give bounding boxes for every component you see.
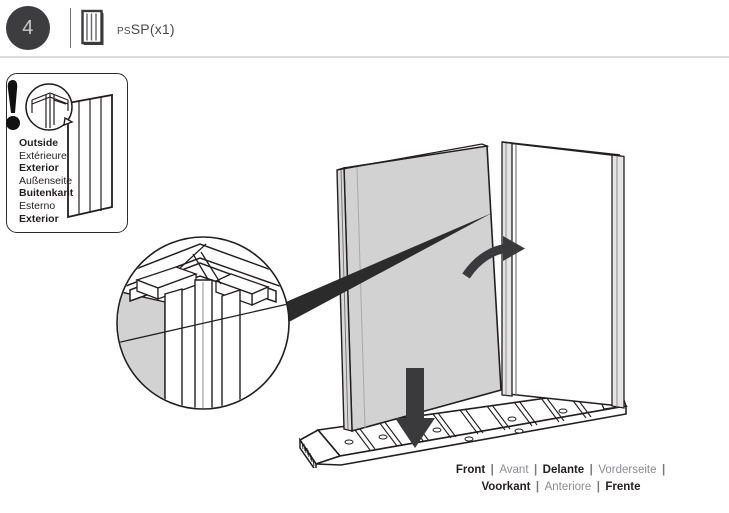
caption-separator: |: [661, 464, 666, 476]
orientation-label: Extérieure: [19, 149, 67, 162]
panel-part-icon: [81, 9, 104, 45]
header-rule: [0, 56, 729, 58]
detail-zoom-circle: [116, 236, 290, 410]
caption-line-1: Front | Avant | Delante | Vorderseite |: [411, 461, 711, 478]
orientation-label: Außenseite: [19, 174, 73, 187]
caption-separator: |: [596, 481, 600, 493]
step-number-badge: 4: [6, 6, 50, 50]
side-panel-being-installed: [336, 143, 502, 433]
orientation-label: Outside: [19, 137, 59, 149]
caption-term: Frente: [605, 481, 641, 493]
part-prefix-text: PS: [117, 26, 131, 37]
step-number-text: 4: [22, 16, 34, 39]
orientation-label: Exterior: [19, 212, 59, 225]
step-header: 4 PSSP(x1): [0, 0, 729, 58]
caption-term: Delante: [542, 464, 585, 476]
inset-panel-diagram: [25, 83, 113, 219]
caption-separator: |: [490, 464, 494, 476]
caption-term: Avant: [499, 464, 529, 476]
caption-separator: |: [589, 464, 593, 476]
part-code-text: SP(x1): [130, 21, 175, 37]
header-divider: [70, 8, 71, 48]
caption-term: Voorkant: [481, 481, 531, 493]
front-orientation-caption: Front | Avant | Delante | Vorderseite | …: [411, 461, 711, 495]
part-label: PSSP(x1): [117, 21, 175, 39]
orientation-label: Buitenkant: [19, 187, 74, 200]
rotate-arrow: [462, 236, 525, 279]
caption-term: Anteriore: [544, 481, 592, 493]
insert-down-arrow: [395, 368, 435, 448]
caption-separator: |: [535, 481, 540, 493]
orientation-label-list: Outside Extérieure Exterior Außenseite B…: [19, 137, 109, 225]
installed-back-panel: [501, 141, 625, 409]
detail-pointer-wedge: [272, 213, 492, 330]
orientation-warning-inset: Outside Extérieure Exterior Außenseite B…: [6, 73, 128, 233]
orientation-label: Exterior: [19, 162, 59, 175]
assembly-illustration: [116, 141, 628, 468]
caption-separator: |: [533, 464, 538, 476]
caption-term: Vorderseite: [598, 464, 657, 476]
caption-line-2: Voorkant | Anteriore | Frente: [411, 478, 711, 495]
exclamation-warning-icon: [6, 80, 20, 130]
caption-term: Front: [455, 464, 486, 476]
orientation-label: Esterno: [19, 199, 56, 212]
